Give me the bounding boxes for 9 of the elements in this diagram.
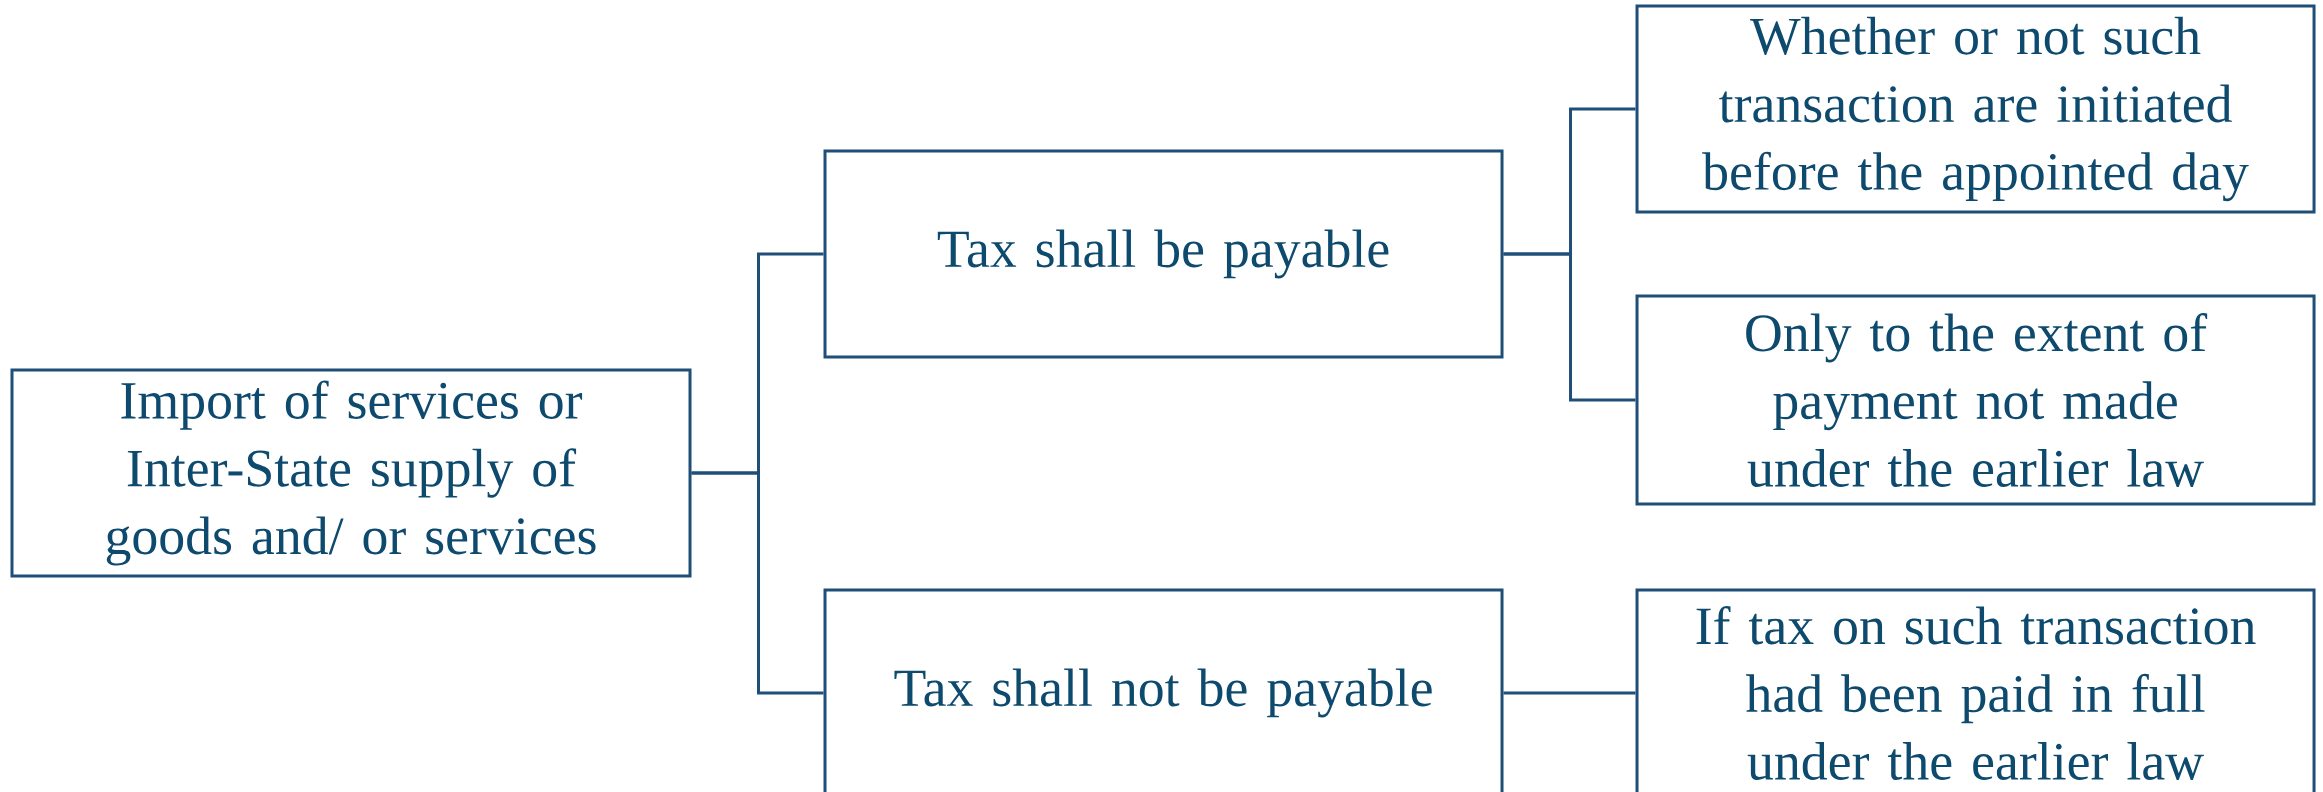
text-box: Whether or not such transaction are initiated before the appointed day (1635, 4, 2316, 214)
connector-line (1503, 691, 1636, 695)
connector-line (691, 471, 824, 695)
text-box: Tax shall not be payable (823, 588, 1504, 792)
text-box: If tax on such transaction had been paid in full under the earlier law (1635, 588, 2316, 792)
text-box: Only to the extent of payment not made under the earlier law (1635, 294, 2316, 506)
text-box: Import of services or Inter-State supply of goods and/ or services (10, 368, 692, 578)
connector-line (1503, 252, 1636, 402)
text-box: Tax shall be payable (823, 149, 1504, 359)
